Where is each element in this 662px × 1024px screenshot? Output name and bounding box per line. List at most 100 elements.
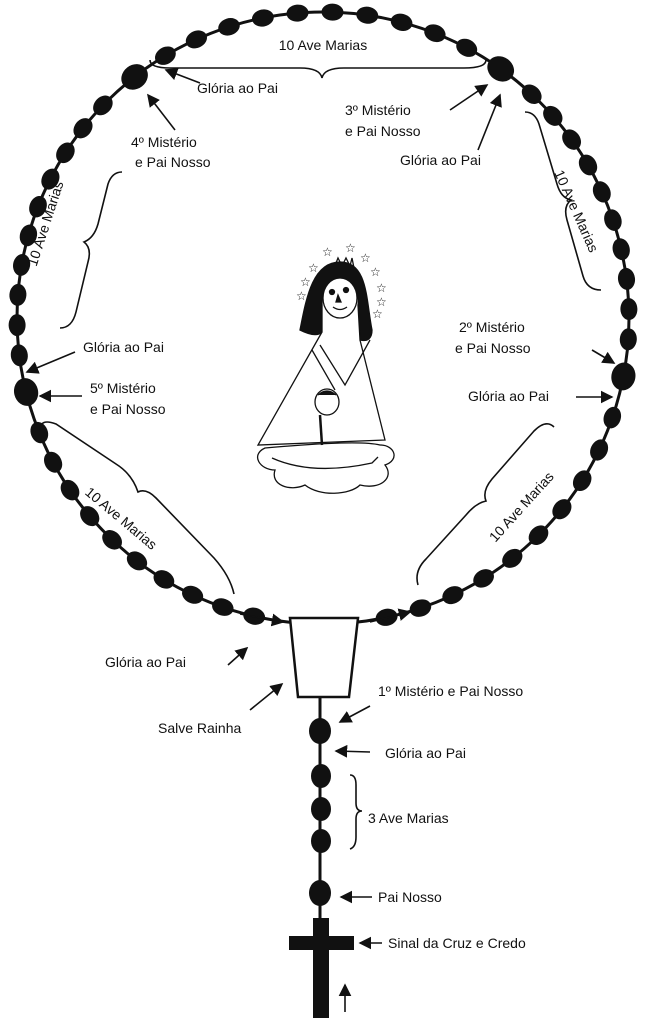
ring-bead-small <box>251 9 274 27</box>
ring-bead-small <box>286 4 309 22</box>
ring-bead-small <box>578 154 598 176</box>
ring-bead-small <box>60 479 80 501</box>
brace-top <box>149 59 487 79</box>
ring-bead-small <box>473 569 494 588</box>
ring-bead-small <box>8 314 26 337</box>
arrow-icon <box>449 84 489 111</box>
svg-text:☆: ☆ <box>322 245 333 259</box>
ring-bead-small <box>603 406 622 429</box>
arrow-icon <box>591 349 616 364</box>
label-gloria-right: Glória ao Pai <box>468 388 549 404</box>
halo-stars: ☆☆☆ ☆☆☆ ☆☆☆☆ <box>296 241 387 321</box>
ring-bead-small <box>321 3 344 21</box>
svg-text:☆: ☆ <box>296 289 307 303</box>
svg-text:☆: ☆ <box>308 261 319 275</box>
ring-bead-small <box>80 506 100 527</box>
arrow-icon <box>334 744 371 758</box>
svg-text:☆: ☆ <box>360 251 371 265</box>
ring-bead-small <box>19 224 38 247</box>
braces <box>39 59 602 850</box>
label-mystery2-line2: e Pai Nosso <box>455 340 531 356</box>
ring-bead-small <box>56 142 75 164</box>
ring-bead-small <box>617 267 636 290</box>
label-mystery1: 1º Mistério e Pai Nosso <box>378 683 523 699</box>
ring-bead-small <box>185 30 208 49</box>
arrow-icon <box>25 351 76 374</box>
ring-bead-small <box>424 24 446 43</box>
label-gloria-bottom-left: Glória ao Pai <box>105 654 186 670</box>
brace-bottom-left <box>39 421 235 595</box>
svg-text:☆: ☆ <box>376 281 387 295</box>
ring-bead-small <box>528 525 549 546</box>
ring-beads <box>8 3 638 626</box>
ring-bead-large <box>487 56 515 82</box>
rosary-centerpiece <box>288 616 360 699</box>
arrow-icon <box>249 682 284 711</box>
ring-bead-small <box>456 38 478 57</box>
ring-bead-large <box>13 378 39 406</box>
label-salve-rainha: Salve Rainha <box>158 720 241 736</box>
ring-bead-small <box>218 18 240 36</box>
arrows <box>25 68 616 1012</box>
ring-bead-small <box>390 13 413 31</box>
svg-text:☆: ☆ <box>376 295 387 309</box>
ring-bead-small <box>521 84 542 104</box>
svg-text:☆: ☆ <box>345 241 356 255</box>
ring-bead-large <box>611 362 636 391</box>
label-gloria-stem: Glória ao Pai <box>385 745 466 761</box>
stem-bead-small <box>311 797 331 821</box>
ring-bead-small <box>126 551 148 571</box>
stem-bead-small <box>311 764 331 788</box>
ring-bead-small <box>155 46 176 65</box>
arrow-icon <box>239 613 285 627</box>
brace-bottom-right <box>416 423 555 586</box>
ring-bead-small <box>73 118 93 139</box>
mary-drawing: ☆☆☆ ☆☆☆ ☆☆☆☆ <box>256 241 395 494</box>
label-sinal-cruz: Sinal da Cruz e Credo <box>388 935 526 951</box>
ring-bead-small <box>30 421 49 444</box>
stem-bead-small <box>311 829 331 853</box>
ring-bead-small <box>442 586 464 605</box>
ring-bead-small <box>592 181 611 203</box>
ring-bead-small <box>612 238 630 261</box>
label-mystery4-line1: 4º Mistério <box>131 134 197 150</box>
arrow-icon <box>338 705 371 723</box>
arrow-icon <box>164 68 201 84</box>
ring-bead-small <box>93 95 113 116</box>
svg-text:☆: ☆ <box>372 307 383 321</box>
label-mystery5-line1: 5º Mistério <box>90 380 156 396</box>
ring-bead-small <box>409 599 432 617</box>
ring-bead-small <box>102 530 122 550</box>
label-mystery5-line2: e Pai Nosso <box>90 401 166 417</box>
ring-bead-small <box>212 598 234 616</box>
brace-three-ave <box>349 774 363 850</box>
ring-bead-small <box>10 344 28 367</box>
brace-left <box>59 171 123 329</box>
ring-bead-small <box>620 298 638 321</box>
arrow-icon <box>227 646 249 666</box>
ring-bead-small <box>562 129 582 150</box>
ring-bead-small <box>41 168 60 190</box>
ring-bead-small <box>43 451 63 473</box>
arrow-icon <box>369 608 412 623</box>
ring-bead-small <box>9 283 27 306</box>
ring-bead-small <box>502 548 523 568</box>
ring-bead-small <box>153 570 175 589</box>
svg-text:☆: ☆ <box>370 265 381 279</box>
cross-icon <box>289 918 354 1018</box>
arrow-icon <box>477 93 502 151</box>
brace-right <box>524 111 602 291</box>
ring-bead-small <box>604 209 622 231</box>
label-right-decade: 10 Ave Marias <box>551 167 602 254</box>
ring-bead-small <box>590 439 609 461</box>
ring-bead-small <box>543 105 563 126</box>
label-mystery4-line2: e Pai Nosso <box>135 154 211 170</box>
ring-bead-small <box>29 195 47 218</box>
ring-bead-large <box>121 64 148 90</box>
ring-bead-small <box>552 499 572 520</box>
label-gloria-top-left: Glória ao Pai <box>197 80 278 96</box>
label-gloria-top-right: Glória ao Pai <box>400 152 481 168</box>
stem-bead-large <box>309 718 331 744</box>
